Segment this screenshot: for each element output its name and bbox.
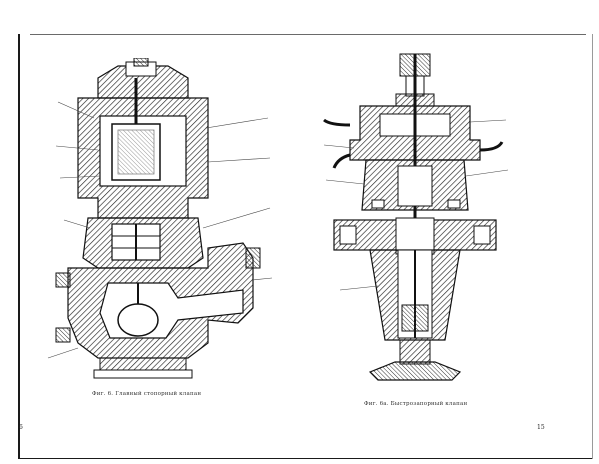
- top-rule: [30, 34, 586, 35]
- page-marker-left: 6: [19, 424, 23, 431]
- right-figure-caption: Фиг. 6а. Быстрозапорный клапан: [364, 401, 468, 407]
- page-number: 15: [537, 424, 545, 431]
- quick-closing-valve-drawing: [320, 50, 510, 395]
- left-figure-caption: Фиг. 6. Главный стопорный клапан: [92, 391, 202, 397]
- stop-valve-drawing: [38, 58, 278, 388]
- page-frame: [18, 34, 592, 459]
- right-edge-rule: [592, 34, 593, 459]
